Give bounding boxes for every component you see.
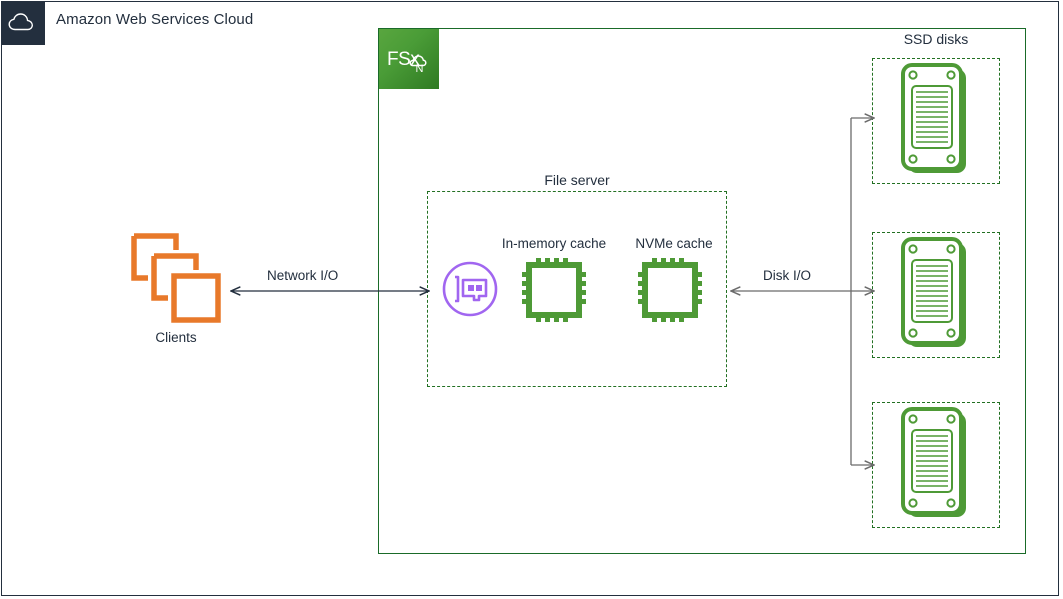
clients-label: Clients (155, 330, 197, 345)
cpu-chip-icon (522, 258, 586, 322)
svg-text:N: N (416, 63, 424, 75)
network-io-label: Network I/O (264, 268, 342, 283)
in-memory-cache-label: In-memory cache (501, 236, 607, 251)
disk-io-label: Disk I/O (760, 268, 815, 283)
aws-cloud-label: Amazon Web Services Cloud (56, 11, 254, 28)
cpu-chip-icon (638, 258, 702, 322)
aws-cloud-icon (1, 1, 45, 45)
ssd-disks-group-label: SSD disks (903, 31, 969, 47)
fsx-for-netapp-ontap-icon: FSx N (379, 29, 439, 89)
network-card-icon (441, 260, 499, 318)
ssd-disk-icon (900, 236, 972, 354)
ssd-disk-icon (900, 62, 972, 180)
clients-icon (130, 232, 222, 324)
nvme-cache-label: NVMe cache (635, 236, 713, 251)
ssd-disk-icon (900, 406, 972, 524)
file-server-group-label: File server (544, 172, 610, 188)
